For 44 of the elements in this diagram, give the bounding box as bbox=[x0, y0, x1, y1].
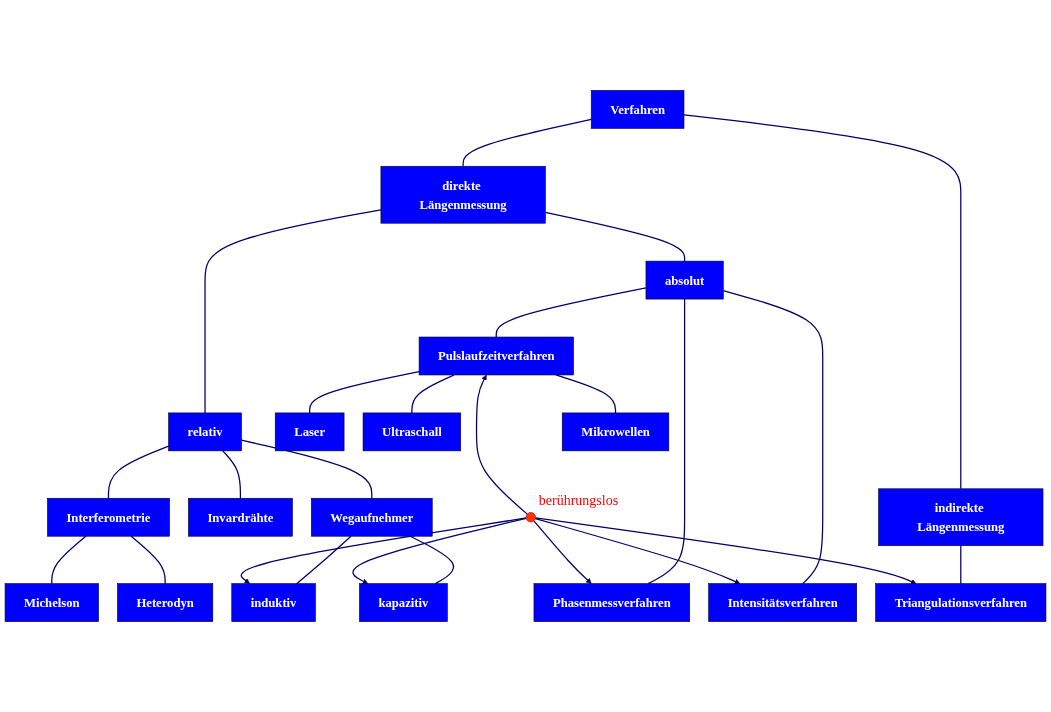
node-box: Pulslaufzeitverfahren bbox=[418, 336, 574, 376]
node-caption: berührungslos bbox=[538, 492, 619, 509]
node-box: Triangulationsverfahren bbox=[875, 583, 1047, 622]
arrow bbox=[533, 520, 592, 584]
connector bbox=[683, 114, 962, 490]
node-box: Heterodyn bbox=[117, 583, 214, 622]
node-box: Invardrähte bbox=[188, 497, 293, 537]
connector bbox=[647, 298, 686, 585]
connector bbox=[544, 211, 686, 262]
node-box: Mikrowellen bbox=[561, 412, 670, 452]
arrow bbox=[352, 517, 527, 584]
node-box: direkte Längenmessung bbox=[380, 165, 546, 224]
node-box: Wegaufnehmer bbox=[311, 497, 433, 537]
node-box: induktiv bbox=[231, 583, 316, 622]
node-box: kapazitiv bbox=[359, 583, 448, 622]
node-box: Verfahren bbox=[590, 90, 685, 129]
connector bbox=[296, 535, 352, 585]
connector bbox=[409, 535, 455, 585]
connector bbox=[51, 535, 87, 585]
connector bbox=[309, 371, 420, 414]
node-box: absolut bbox=[645, 260, 724, 300]
connector bbox=[222, 450, 242, 499]
node-box: relativ bbox=[168, 412, 242, 452]
node-circle bbox=[525, 512, 536, 523]
node-box: Interferometrie bbox=[47, 497, 170, 537]
arrow bbox=[534, 517, 741, 585]
arrow bbox=[240, 517, 527, 584]
node-box: Laser bbox=[274, 412, 345, 452]
arrow bbox=[534, 517, 917, 585]
node-box: Michelson bbox=[4, 583, 99, 622]
arrow bbox=[475, 374, 528, 515]
node-box: Intensitätsverfahren bbox=[708, 583, 857, 622]
connector bbox=[960, 545, 962, 585]
connector bbox=[130, 535, 166, 585]
node-box: indirekte Längenmessung bbox=[878, 488, 1044, 547]
node-box: Ultraschall bbox=[362, 412, 462, 452]
connector bbox=[107, 445, 170, 499]
node-box: Phasenmessverfahren bbox=[533, 583, 690, 622]
connector bbox=[722, 290, 824, 585]
connector bbox=[204, 209, 382, 414]
connector bbox=[411, 374, 455, 414]
connector bbox=[462, 118, 592, 167]
connector bbox=[495, 287, 647, 338]
connector bbox=[240, 439, 373, 499]
